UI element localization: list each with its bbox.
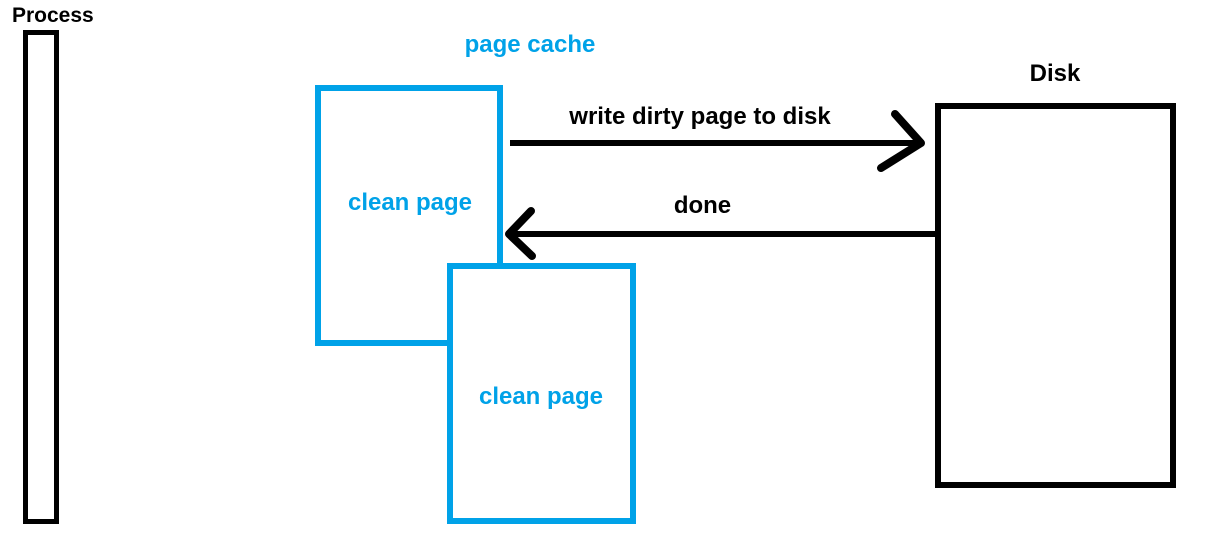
done-arrow-label: done bbox=[673, 192, 732, 219]
clean-page-label-1: clean page bbox=[347, 189, 473, 216]
clean-page-label-2: clean page bbox=[478, 383, 604, 410]
write-arrow-label: write dirty page to disk bbox=[569, 103, 831, 130]
disk-label: Disk bbox=[1029, 60, 1081, 87]
clean-page-box-2 bbox=[447, 263, 636, 524]
write-arrowhead-icon bbox=[877, 110, 925, 172]
done-arrowhead-icon bbox=[505, 207, 536, 260]
process-label: Process bbox=[12, 4, 94, 27]
clean-page-box-1 bbox=[315, 85, 503, 346]
page-cache-label: page cache bbox=[464, 31, 596, 58]
disk-box bbox=[935, 103, 1176, 488]
process-box bbox=[23, 30, 59, 524]
